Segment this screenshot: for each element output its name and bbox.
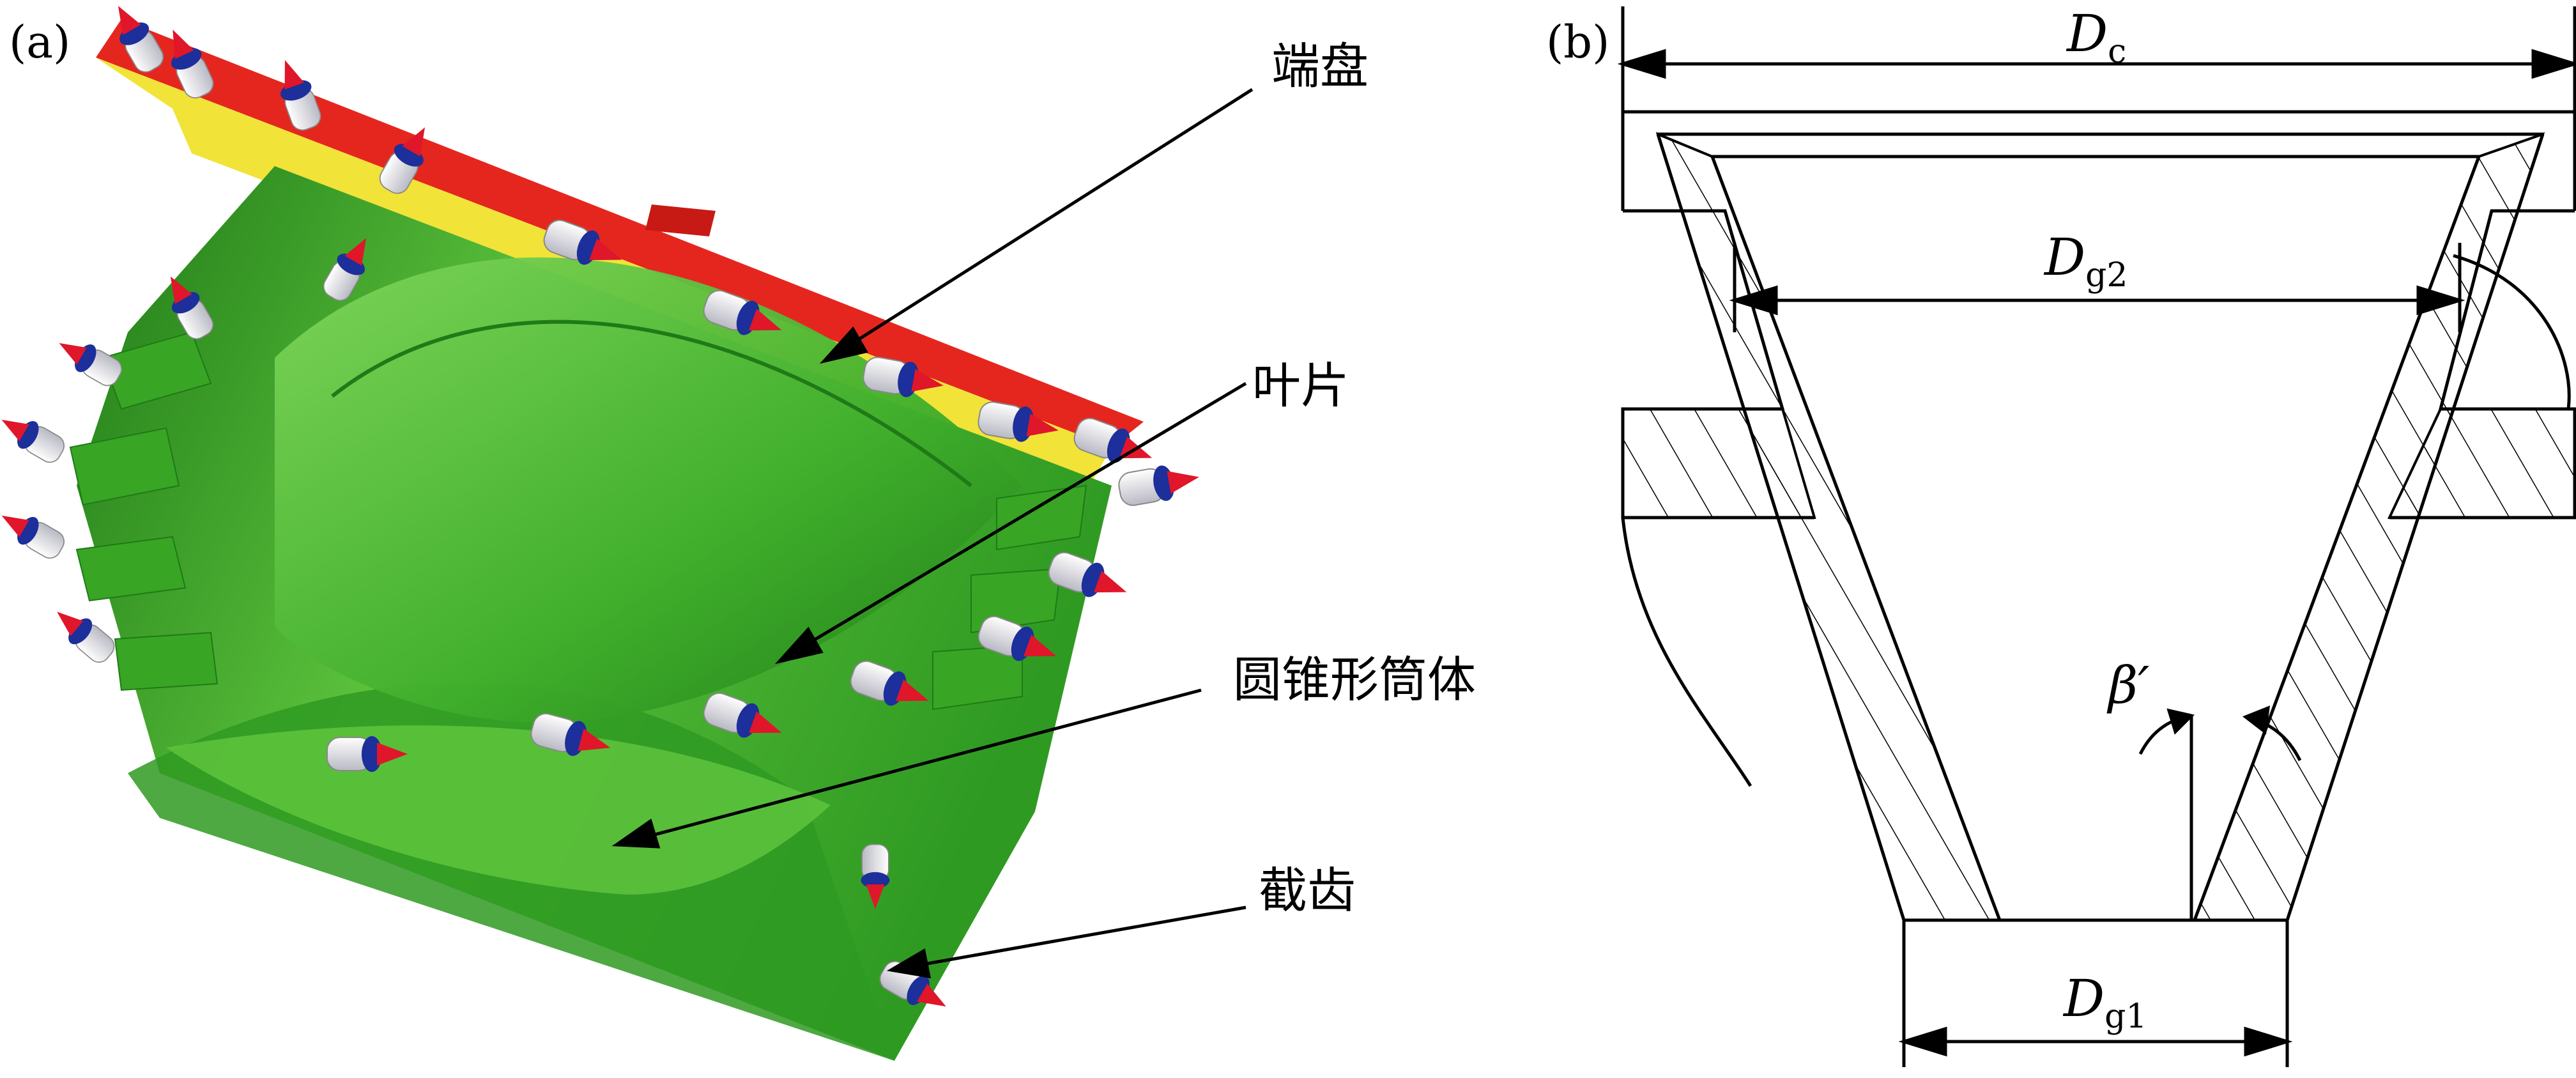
blade-edge-steps [69,331,1087,711]
dim-beta [2138,705,2302,920]
label-dg1: Dg1 [2062,969,2147,1036]
dim-dg2 [1729,243,2465,332]
arrow-cone-drum-head [611,818,661,849]
panel-a-3d-drum: (a) [0,0,1476,1061]
arrow-pick-head [886,948,931,979]
panel-a-tag: (a) [9,16,70,68]
label-dc: Dc [2066,4,2126,71]
dim-dc [1617,6,2576,112]
pick-19 [50,329,127,391]
label-end-disc: 端盘 [1271,38,1368,95]
label-dg2: Dg2 [2043,227,2128,295]
arrow-end-disc-head [819,326,868,364]
label-cone-drum: 圆锥形筒体 [1233,651,1476,708]
cross-section-drawing: (b) [1546,4,2576,1067]
pick-20 [0,406,70,468]
label-blade: 叶片 [1252,357,1349,414]
panel-b-tag: (b) [1546,16,1609,68]
label-beta: β′ [2106,656,2149,715]
label-pick: 截齿 [1259,862,1356,919]
arrow-cone-drum [645,688,1202,839]
arrow-blade-head [774,626,824,665]
leader-arrows [611,88,1254,979]
arrow-end-disc [848,88,1254,347]
pick-22 [47,599,120,668]
hatched-walls [1621,132,2576,921]
pick-10 [1116,458,1203,509]
arrow-pick [919,905,1246,967]
dim-dg1 [1898,920,2293,1067]
arrow-blade [804,381,1247,647]
panel-b-cross-section: (b) [1546,0,2576,1078]
drum-render: (a) [0,0,1476,1061]
pick-21 [0,502,70,564]
